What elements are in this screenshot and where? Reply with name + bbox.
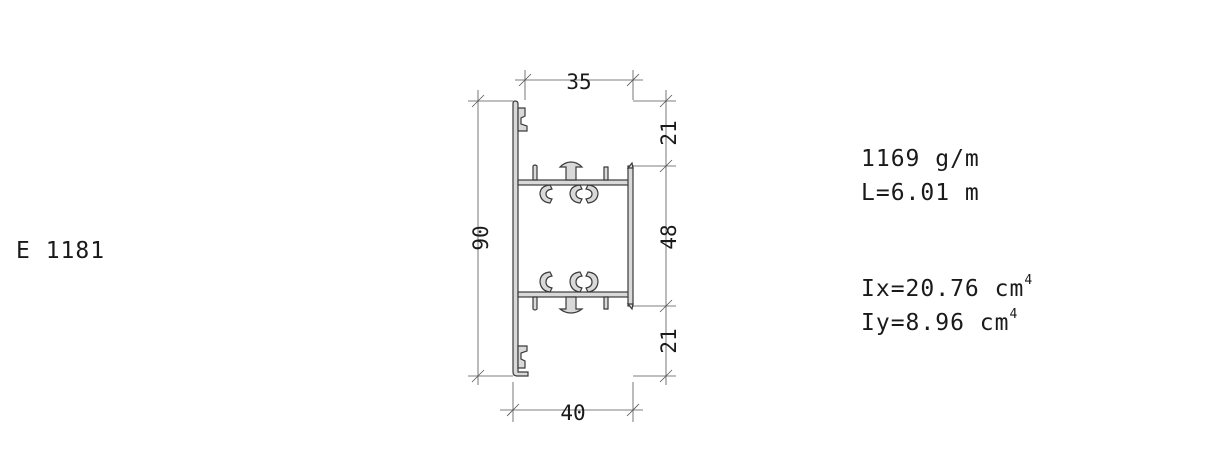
upper-fin-left	[532, 164, 538, 181]
dim-middle-segment: 48	[657, 224, 681, 249]
length-value: L=6.01 m	[861, 180, 980, 206]
lower-clip-right	[569, 271, 583, 293]
upper-fin-right	[603, 166, 609, 181]
top-hook	[517, 107, 528, 132]
profile-web	[512, 100, 529, 377]
upper-flange	[517, 179, 633, 186]
right-web-bottom-cap	[626, 303, 634, 311]
upper-fin-tee	[558, 161, 584, 181]
dimension-lines	[468, 70, 676, 422]
weight-length-block: 1169 g/m L=6.01 m	[861, 142, 980, 210]
bottom-hook	[517, 345, 528, 369]
inertia-block: Ix=20.76 cm4 Iy=8.96 cm4	[861, 272, 1033, 340]
lower-fin-left	[532, 296, 538, 311]
dim-bottom-width: 40	[560, 401, 585, 425]
profile-section	[512, 100, 634, 377]
dim-total-height: 90	[469, 225, 493, 250]
upper-clip-right	[569, 184, 583, 204]
iy-value: Iy=8.96 cm4	[861, 307, 1019, 336]
lower-clip-left	[539, 271, 553, 293]
upper-clip-left	[539, 184, 553, 204]
weight-value: 1169 g/m	[861, 146, 980, 172]
upper-clip-right-b	[585, 184, 599, 204]
right-web	[627, 165, 634, 307]
dim-bottom-segment: 21	[657, 328, 681, 353]
lower-fin-tee	[558, 296, 584, 314]
ix-value: Ix=20.76 cm4	[861, 273, 1034, 302]
right-web-top-cap	[626, 161, 634, 169]
lower-clip-right-b	[585, 271, 599, 293]
lower-fin-right	[603, 296, 609, 310]
lower-flange	[517, 291, 633, 298]
dim-top-segment: 21	[657, 120, 681, 145]
profile-code: E 1181	[16, 238, 106, 264]
dim-top-width: 35	[566, 70, 591, 94]
